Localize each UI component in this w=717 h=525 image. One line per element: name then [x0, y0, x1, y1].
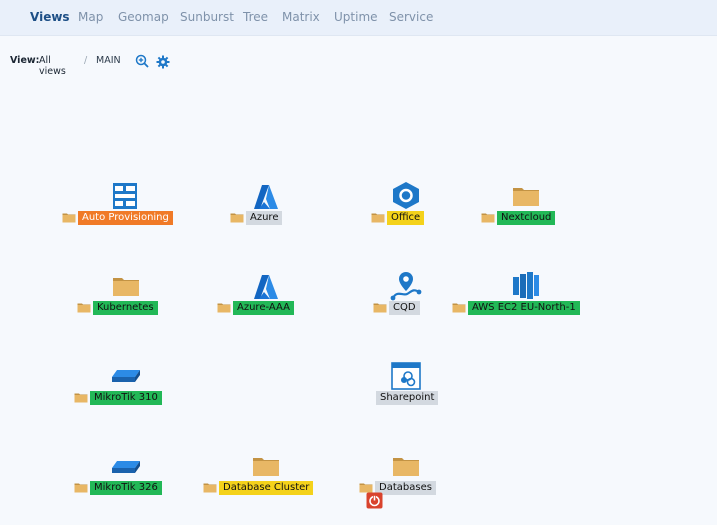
- power-alert-icon[interactable]: [366, 492, 383, 509]
- node-label: AWS EC2 EU-North-1: [468, 301, 580, 315]
- folder-icon: [371, 212, 385, 223]
- azure-logo-icon: [254, 185, 278, 209]
- azure-logo-icon: [254, 275, 278, 299]
- node-label: CQD: [389, 301, 420, 315]
- view-label: View:: [10, 55, 40, 66]
- folder-icon: [373, 302, 387, 313]
- folder-icon: [452, 302, 466, 313]
- folder-icon: [112, 274, 140, 298]
- node-label: MikroTik 326: [90, 481, 162, 495]
- tab-views[interactable]: Views: [30, 10, 70, 24]
- tab-uptime[interactable]: Uptime: [334, 10, 378, 24]
- node-label: Kubernetes: [93, 301, 158, 315]
- node-label: Office: [387, 211, 425, 225]
- node-label: Azure-AAA: [233, 301, 294, 315]
- node-label: Database Cluster: [219, 481, 314, 495]
- network-switch-icon: [112, 370, 140, 382]
- top-navigation: Views Map Geomap Sunburst Tree Matrix Up…: [0, 0, 717, 36]
- folder-icon: [74, 392, 88, 403]
- office-logo-icon: [393, 182, 419, 209]
- aws-ec2-icon: [513, 272, 539, 299]
- folder-icon: [252, 454, 280, 478]
- location-route-icon: [390, 272, 422, 301]
- sharepoint-icon: [391, 362, 421, 390]
- node-label: Sharepoint: [376, 391, 439, 405]
- tab-sunburst[interactable]: Sunburst: [180, 10, 234, 24]
- breadcrumb-separator: /: [84, 55, 88, 66]
- tab-matrix[interactable]: Matrix: [282, 10, 320, 24]
- tab-geomap[interactable]: Geomap: [118, 10, 169, 24]
- tab-map[interactable]: Map: [78, 10, 104, 24]
- gear-icon[interactable]: [156, 55, 170, 69]
- folder-icon: [230, 212, 244, 223]
- folder-icon: [481, 212, 495, 223]
- server-rack-icon: [113, 183, 137, 209]
- node-label: Azure: [246, 211, 283, 225]
- folder-icon: [217, 302, 231, 313]
- folder-icon: [392, 454, 420, 478]
- folder-icon: [203, 482, 217, 493]
- node-label: Databases: [375, 481, 436, 495]
- folder-icon: [512, 184, 540, 208]
- node-label: MikroTik 310: [90, 391, 162, 405]
- all-views-link[interactable]: All views: [39, 55, 66, 77]
- current-view: MAIN: [96, 55, 121, 66]
- breadcrumb: View: All views / MAIN: [10, 54, 170, 77]
- zoom-in-icon[interactable]: [135, 54, 149, 68]
- tab-tree[interactable]: Tree: [243, 10, 269, 24]
- folder-icon: [77, 302, 91, 313]
- folder-icon: [62, 212, 76, 223]
- tab-service[interactable]: Service: [389, 10, 434, 24]
- node-label: Nextcloud: [497, 211, 556, 225]
- node-label: Auto Provisioning: [78, 211, 173, 225]
- network-switch-icon: [112, 461, 140, 473]
- folder-icon: [74, 482, 88, 493]
